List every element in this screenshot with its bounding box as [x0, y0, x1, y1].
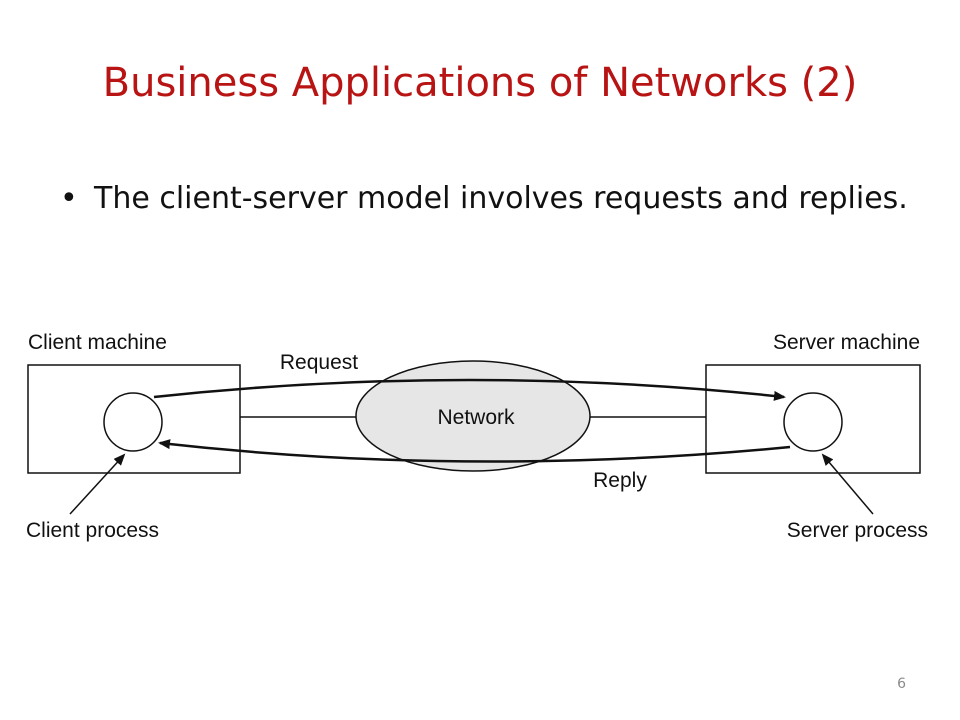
client-machine-box: [27, 364, 241, 474]
bullet-list: • The client-server model involves reque…: [60, 176, 910, 222]
page-number: 6: [897, 676, 906, 692]
network-ellipse: [355, 360, 591, 472]
request-label: Request: [280, 351, 358, 374]
reply-arrow: [158, 439, 791, 463]
reply-label: Reply: [593, 469, 647, 492]
server-machine-label: Server machine: [773, 331, 920, 354]
server-process-label: Server process: [787, 519, 928, 542]
client-process-label: Client process: [26, 519, 159, 542]
client-process-circle: [103, 392, 163, 452]
request-arrow: [153, 378, 786, 401]
client-process-pointer-arrow: [69, 453, 126, 515]
client-machine-label: Client machine: [28, 331, 167, 354]
client-server-diagram: Client machine Server machine Request Ne…: [20, 318, 932, 548]
server-machine-box: [705, 364, 921, 474]
network-label: Network: [437, 406, 515, 429]
bullet-dot-icon: •: [60, 181, 78, 216]
server-process-pointer-arrow: [821, 453, 874, 515]
bullet-item: • The client-server model involves reque…: [60, 176, 910, 222]
bullet-text: The client-server model involves request…: [94, 181, 908, 216]
server-process-circle: [783, 392, 843, 452]
slide-title: Business Applications of Networks (2): [102, 60, 858, 106]
